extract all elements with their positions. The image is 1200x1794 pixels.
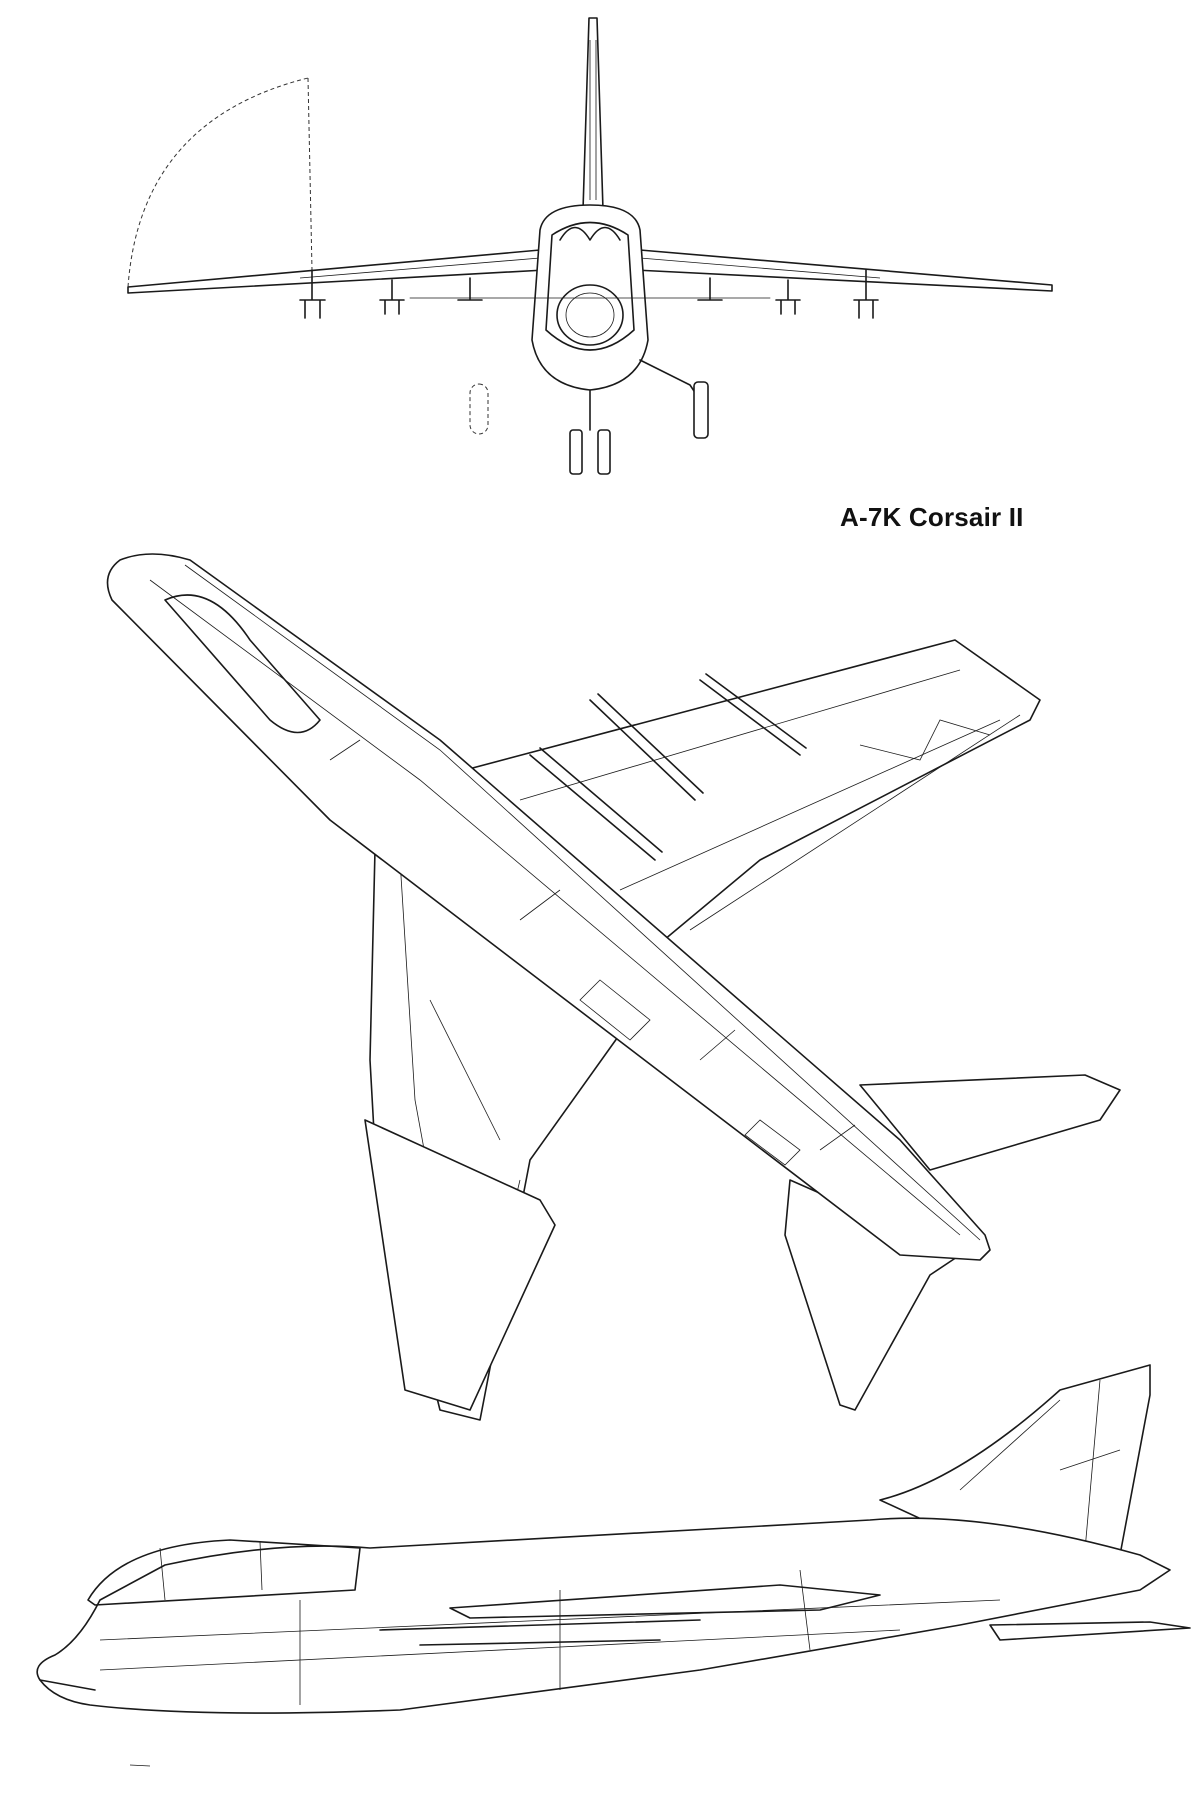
plan-stores [529,673,807,861]
plan-fuselage [106,553,991,1261]
front-vertical-tail [582,17,604,211]
side-canopy [87,1539,361,1606]
side-view [36,1364,1191,1767]
front-pylons [299,269,879,319]
side-stores [379,1619,701,1646]
front-right-wing [634,249,1053,292]
side-vertical-tail [879,1364,1151,1561]
plan-right-stabilizer [859,1074,1121,1171]
plan-canopy [164,594,321,734]
front-landing-gear [469,359,709,475]
wing-fold-arc [127,77,309,288]
front-view [127,17,1053,475]
intake [556,284,624,346]
side-stabilizer [989,1621,1191,1641]
front-canopy [559,226,621,241]
aircraft-title: A-7K Corsair II [840,502,1024,532]
plan-view [106,553,1121,1421]
front-fuselage [531,204,649,391]
front-left-wing [127,249,546,294]
plan-wing-fold [364,1119,556,1411]
